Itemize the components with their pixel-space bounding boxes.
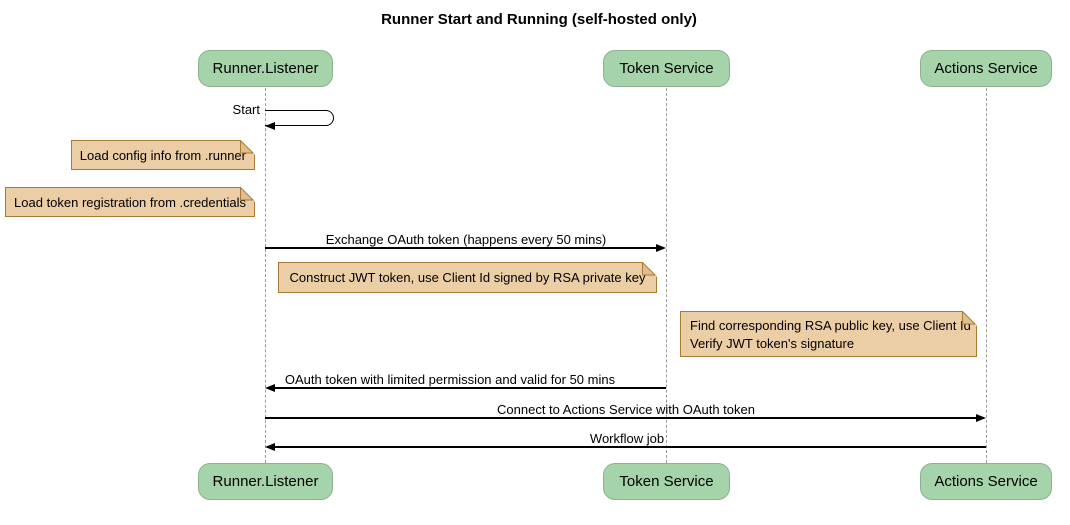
note-construct-jwt: Construct JWT token, use Client Id signe…: [278, 262, 657, 293]
lifeline-token-service: [666, 88, 667, 463]
message-label-exchange: Exchange OAuth token (happens every 50 m…: [325, 232, 607, 247]
participant-top-token-service: Token Service: [603, 50, 730, 87]
note-verify-jwt: Find corresponding RSA public key, use C…: [680, 311, 977, 357]
message-label-connect: Connect to Actions Service with OAuth to…: [497, 402, 755, 417]
arrowhead-left-icon: [265, 122, 275, 130]
participant-label: Runner.Listener: [212, 60, 319, 77]
message-line: [273, 446, 986, 448]
note-text: Construct JWT token, use Client Id signe…: [289, 270, 646, 285]
participant-label: Token Service: [619, 60, 714, 77]
arrowhead-left-icon: [265, 383, 275, 392]
participant-label: Runner.Listener: [212, 473, 319, 490]
message-label-workflow: Workflow job: [589, 431, 665, 446]
message-line: [265, 417, 978, 419]
arrowhead-right-icon: [656, 243, 666, 252]
message-line: [265, 247, 658, 249]
arrowhead-left-icon: [265, 442, 275, 451]
message-label-oauth-back: OAuth token with limited permission and …: [284, 372, 616, 387]
lifeline-runner-listener: [265, 88, 266, 463]
participant-label: Actions Service: [934, 473, 1038, 490]
lifeline-actions-service: [986, 88, 987, 463]
note-load-config: Load config info from .runner: [70, 140, 255, 170]
arrowhead-right-icon: [976, 413, 986, 422]
participant-top-runner-listener: Runner.Listener: [198, 50, 333, 87]
participant-bottom-token-service: Token Service: [603, 463, 730, 500]
note-text: Load token registration from .credential…: [14, 194, 246, 210]
diagram-title: Runner Start and Running (self-hosted on…: [381, 11, 697, 28]
note-text-line1: Find corresponding RSA public key, use C…: [690, 318, 971, 333]
note-text: Load config info from .runner: [79, 147, 246, 163]
participant-label: Token Service: [619, 473, 714, 490]
self-message-loop: [265, 110, 334, 126]
participant-label: Actions Service: [934, 60, 1038, 77]
participant-bottom-runner-listener: Runner.Listener: [198, 463, 333, 500]
message-label-start: Start: [232, 102, 260, 117]
note-load-credentials: Load token registration from .credential…: [5, 187, 255, 217]
message-line: [273, 387, 666, 389]
participant-bottom-actions-service: Actions Service: [920, 463, 1052, 500]
participant-top-actions-service: Actions Service: [920, 50, 1052, 87]
note-text-line2: Verify JWT token's signature: [690, 336, 855, 351]
